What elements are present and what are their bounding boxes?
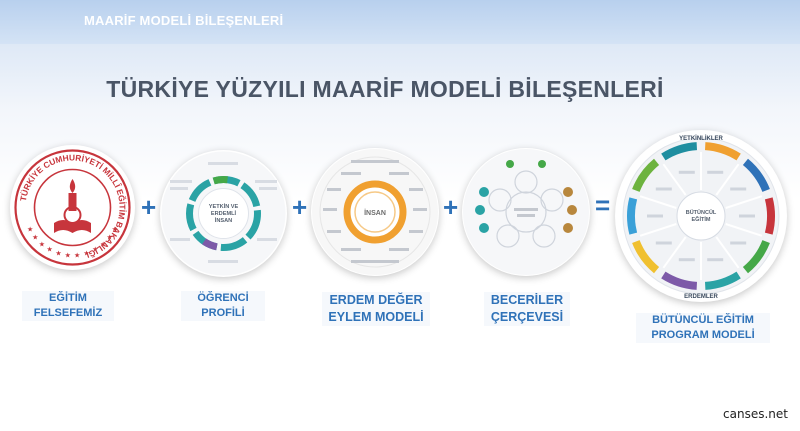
seal-star-icon: ★ — [100, 240, 106, 248]
main-title: TÜRKİYE YÜZYILI MAARİF MODELİ BİLEŞENLER… — [106, 76, 664, 102]
seal-star-icon: ★ — [32, 234, 38, 242]
label-ogrenci-profili: ÖĞRENCİ PROFİLİ — [181, 291, 265, 321]
program-text-placeholder — [678, 170, 695, 174]
label-erdem-deger-eylem: ERDEM DEĞER EYLEM MODELİ — [322, 292, 430, 326]
program-segment — [661, 271, 697, 290]
seal-star-icon: ★ — [92, 246, 98, 254]
label-egitim-felsefemiz: EĞİTİM FELSEFEMİZ — [22, 291, 114, 321]
program-text-placeholder — [730, 241, 747, 245]
plus-operator-1: + — [141, 192, 157, 222]
program-segment — [705, 142, 741, 161]
program-segment — [661, 142, 697, 161]
seal-star-icon: ★ — [39, 240, 45, 248]
program-text-placeholder — [707, 258, 724, 262]
header-title: MAARİF MODELİ BİLEŞENLERİ — [84, 13, 284, 28]
profile-graphic: YETKİN VE ERDEMLİ İNSAN — [161, 151, 286, 276]
program-text-placeholder — [730, 187, 747, 191]
profile-center-line1: YETKİN VE — [209, 203, 239, 210]
seal-star-icon: ★ — [107, 234, 113, 242]
erdem-graphic: İNSAN — [312, 149, 438, 275]
program-spoke — [725, 223, 763, 237]
program-spoke — [715, 163, 740, 196]
equals-operator: = — [595, 190, 611, 220]
erdem-center-text: İNSAN — [364, 209, 386, 217]
program-segment — [742, 240, 770, 274]
program-text-placeholder — [678, 258, 695, 262]
program-top-label: YETKİNLİKLER — [679, 135, 723, 142]
program-spoke — [662, 163, 687, 196]
profile-center-line2: ERDEMLİ — [211, 210, 237, 217]
beceriler-graphic — [463, 149, 589, 275]
program-segment — [632, 240, 660, 274]
program-text-placeholder — [707, 170, 724, 174]
program-spoke — [639, 195, 677, 209]
program-spoke — [725, 195, 763, 209]
program-spoke — [662, 236, 687, 269]
seal-graphic: TÜRKİYE CUMHURİYETİ MİLLÎ EĞİTİM BAKANLI… — [12, 147, 133, 268]
plus-operator-3: + — [443, 192, 459, 222]
seal-star-icon: ★ — [74, 251, 80, 259]
program-bottom-label: ERDEMLER — [684, 294, 718, 300]
program-text-placeholder — [739, 214, 755, 218]
seal-star-icon: ★ — [83, 249, 89, 257]
seal-star-icon: ★ — [27, 226, 33, 234]
seal-star-icon: ★ — [47, 246, 53, 254]
label-beceriler-cercevesi: BECERİLER ÇERÇEVESİ — [484, 292, 570, 326]
program-segment — [627, 197, 638, 235]
program-graphic: BÜTÜNCÜL EĞİTİM YETKİNLİKLER ERDEMLER — [616, 131, 786, 301]
seal-star-icon: ★ — [55, 249, 61, 257]
program-center-line2: EĞİTİM — [692, 215, 711, 223]
ogrenci-profili-disk: YETKİN VE ERDEMLİ İNSAN — [160, 150, 287, 277]
program-text-placeholder — [655, 241, 672, 245]
seal-star-icon: ★ — [112, 226, 118, 234]
program-segment — [705, 271, 741, 290]
butuncul-egitim-disk: BÜTÜNCÜL EĞİTİM YETKİNLİKLER ERDEMLER — [615, 130, 787, 302]
program-spoke — [639, 223, 677, 237]
program-text-placeholder — [647, 214, 663, 218]
program-segment — [632, 158, 660, 192]
label-butuncul-egitim: BÜTÜNCÜL EĞİTİM PROGRAM MODELİ — [636, 313, 770, 343]
beceriler-cercevesi-disk — [462, 148, 590, 276]
watermark: canses.net — [723, 407, 788, 421]
seal-star-icon: ★ — [65, 251, 71, 259]
erdem-deger-eylem-disk: İNSAN — [311, 148, 439, 276]
header-bar — [0, 0, 800, 44]
plus-operator-2: + — [292, 192, 308, 222]
program-segment — [764, 197, 775, 235]
profile-center-line3: İNSAN — [215, 217, 232, 224]
program-spoke — [715, 236, 740, 269]
program-center-line1: BÜTÜNCÜL — [686, 209, 717, 216]
program-segment — [742, 158, 770, 192]
ministry-seal: TÜRKİYE CUMHURİYETİ MİLLÎ EĞİTİM BAKANLI… — [10, 145, 135, 270]
program-text-placeholder — [655, 187, 672, 191]
